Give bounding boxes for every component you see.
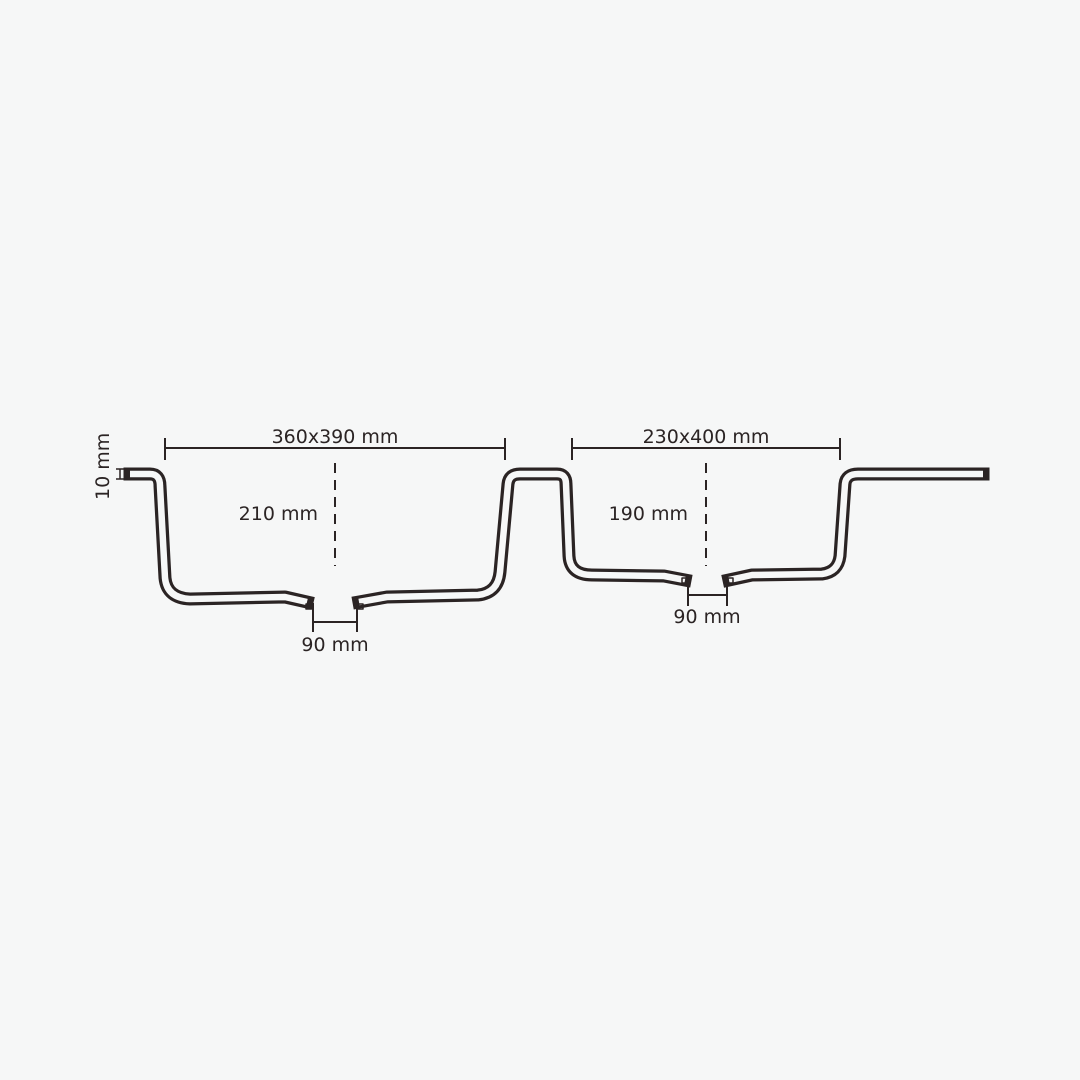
left-width-dimension-line <box>164 438 506 460</box>
left-bowl-size-label: 360x390 mm <box>272 426 399 448</box>
right-width-dimension-line <box>571 438 841 460</box>
right-bowl-depth-label: 190 mm <box>609 503 688 525</box>
left-bowl-depth-label: 210 mm <box>239 503 318 525</box>
dimension-lines <box>116 438 841 632</box>
right-bowl-profile-inner <box>728 470 983 584</box>
middle-profile-outer <box>351 467 693 610</box>
right-bowl-profile-outer <box>721 467 990 588</box>
left-drain-label: 90 mm <box>301 634 368 656</box>
sink-profile <box>123 467 990 610</box>
left-bowl-profile-outer <box>123 467 315 610</box>
middle-profile-inner <box>358 470 686 606</box>
left-drain-dimension-line <box>312 603 358 632</box>
thickness-bracket <box>116 468 124 480</box>
left-bowl-profile-inner <box>130 470 308 606</box>
right-drain-label: 90 mm <box>673 606 740 628</box>
left-drain-clip-left <box>305 603 312 610</box>
thickness-label: 10 mm <box>92 433 114 500</box>
right-drain-dimension-line <box>687 580 728 606</box>
right-bowl-size-label: 230x400 mm <box>643 426 770 448</box>
